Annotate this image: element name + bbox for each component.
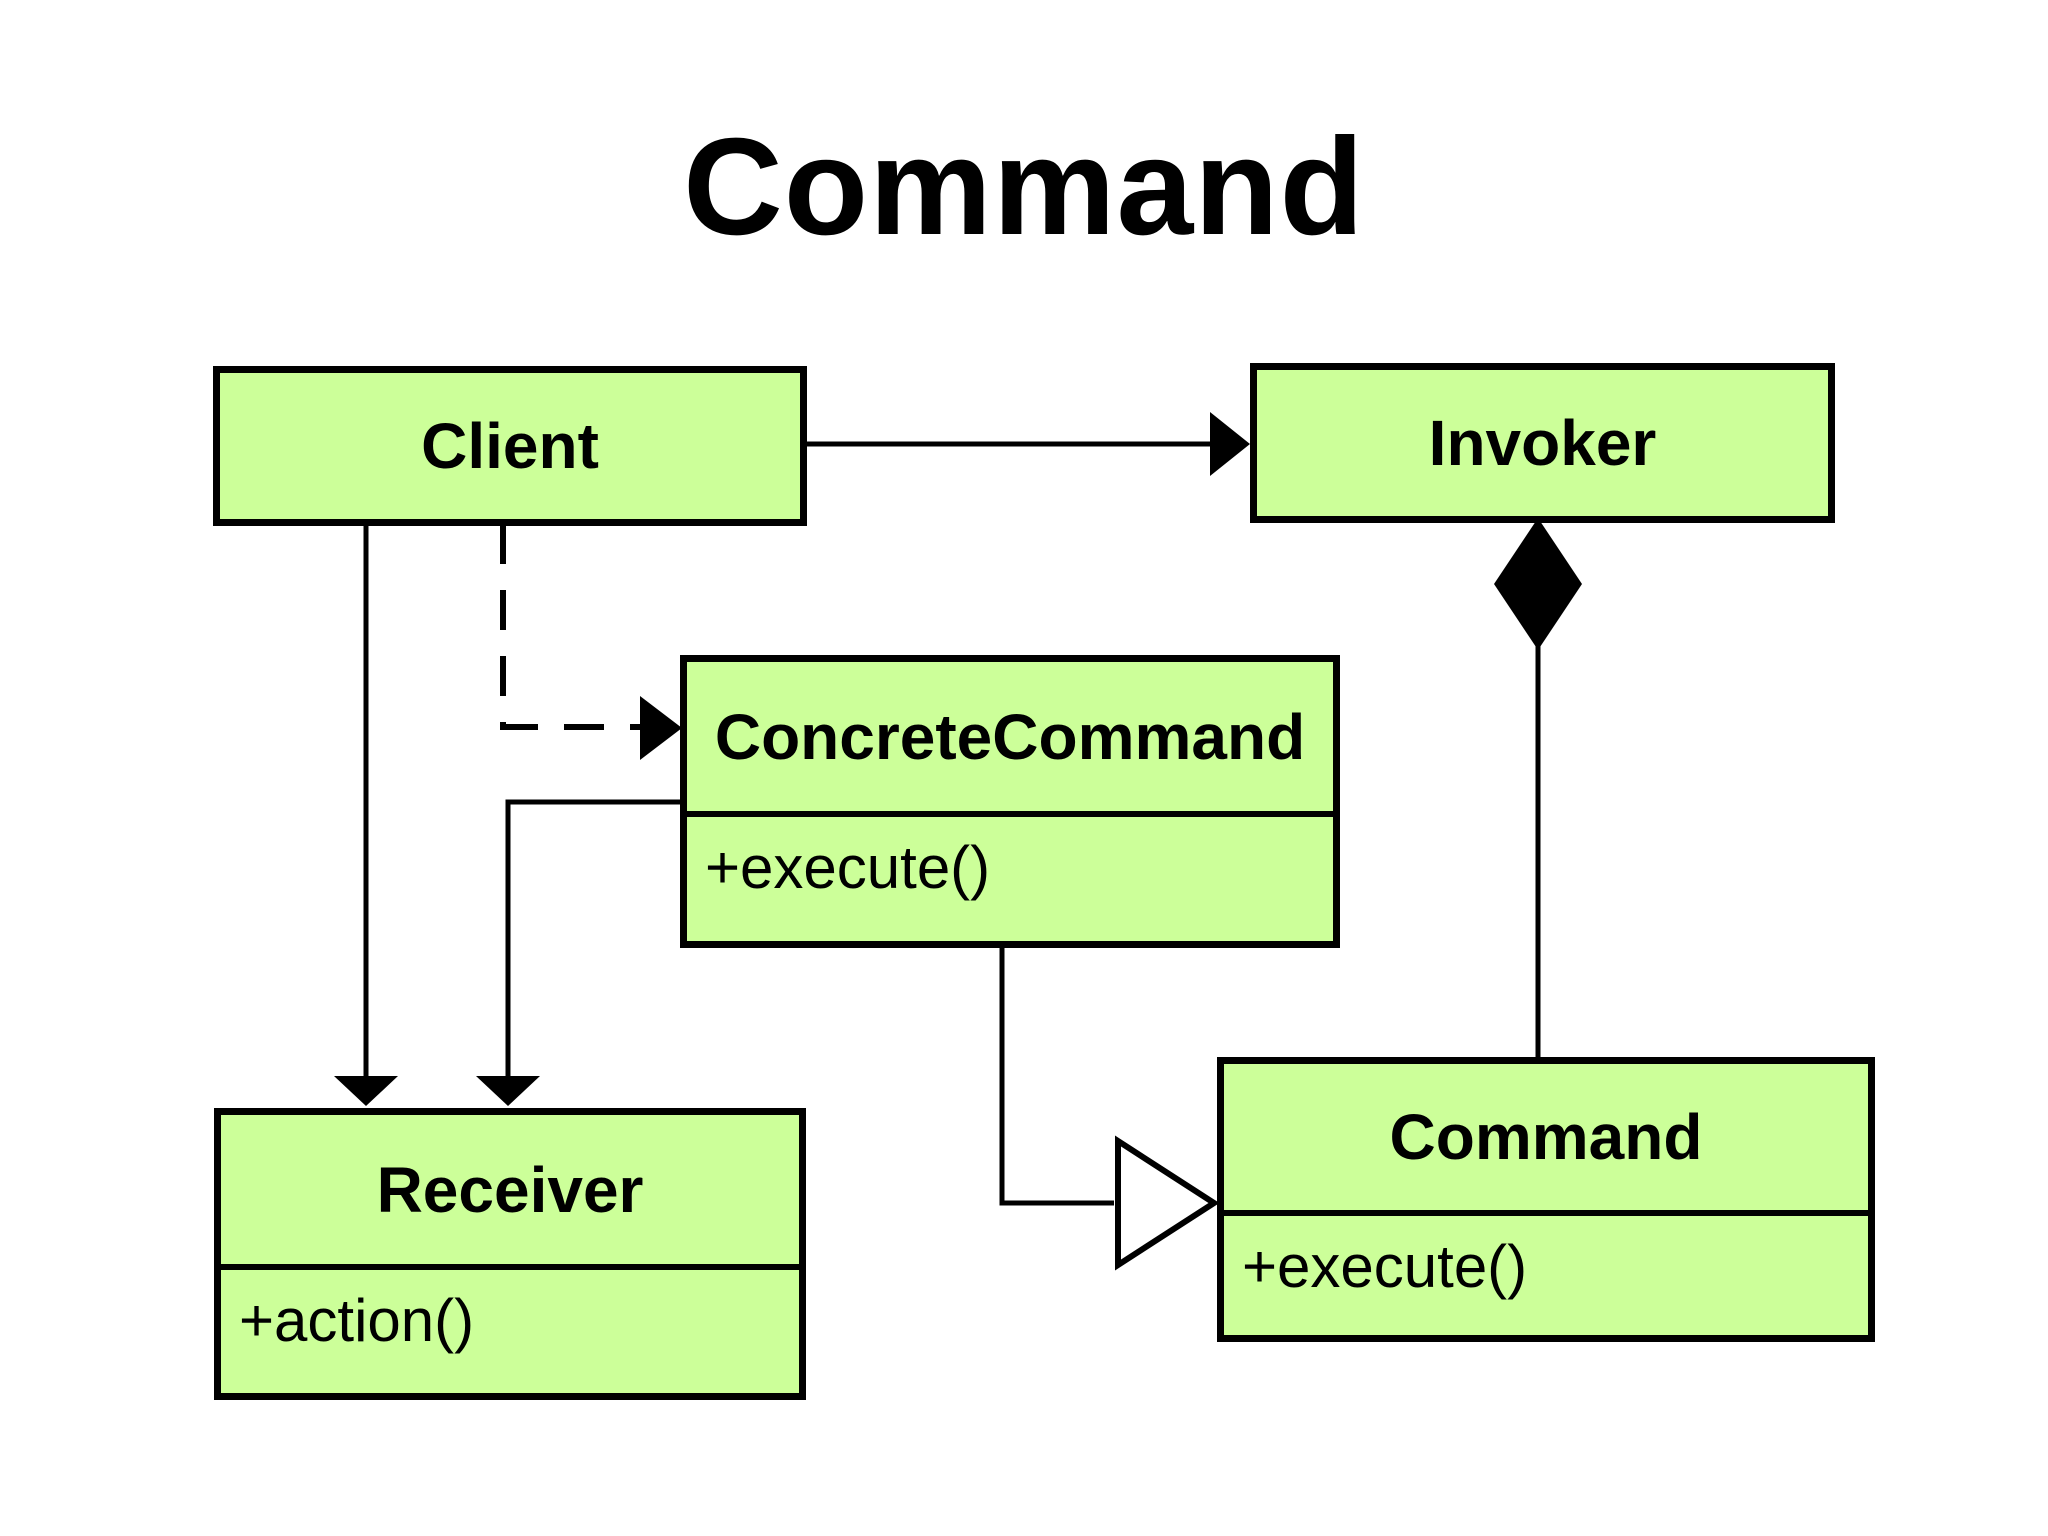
class-name-invoker: Invoker (1428, 407, 1657, 479)
association-concretecommand-receiver-arrow-icon (476, 1076, 540, 1106)
dependency-client-concretecommand-line (500, 524, 648, 730)
method-concretecommand-execute: +execute() (705, 834, 991, 901)
method-receiver-action: +action() (239, 1287, 475, 1354)
class-box-invoker: Invoker (1250, 363, 1835, 523)
association-client-invoker-arrow-icon (1210, 412, 1250, 476)
class-box-client: Client (213, 366, 807, 526)
class-methods-command: +execute() (1224, 1210, 1868, 1335)
class-name-command: Command (1389, 1101, 1703, 1173)
class-methods-receiver: +action() (221, 1264, 799, 1393)
class-box-command: Command +execute() (1217, 1057, 1875, 1342)
method-command-execute: +execute() (1242, 1233, 1528, 1300)
aggregation-diamond-icon (1494, 518, 1582, 650)
class-box-concretecommand: ConcreteCommand +execute() (680, 655, 1340, 948)
class-name-receiver: Receiver (376, 1153, 644, 1226)
page-title: Command (683, 110, 1365, 264)
generalization-concretecommand-command-line (999, 946, 1114, 1206)
generalization-triangle-icon (1115, 1135, 1220, 1271)
dependency-client-concretecommand-arrow-icon (640, 696, 682, 760)
association-concretecommand-receiver-line (505, 799, 682, 1078)
class-name-client: Client (421, 410, 599, 482)
class-box-receiver: Receiver +action() (214, 1108, 806, 1400)
class-name-concretecommand: ConcreteCommand (714, 700, 1306, 773)
class-methods-concretecommand: +execute() (687, 811, 1333, 941)
association-client-receiver-arrow-icon (334, 1076, 398, 1106)
